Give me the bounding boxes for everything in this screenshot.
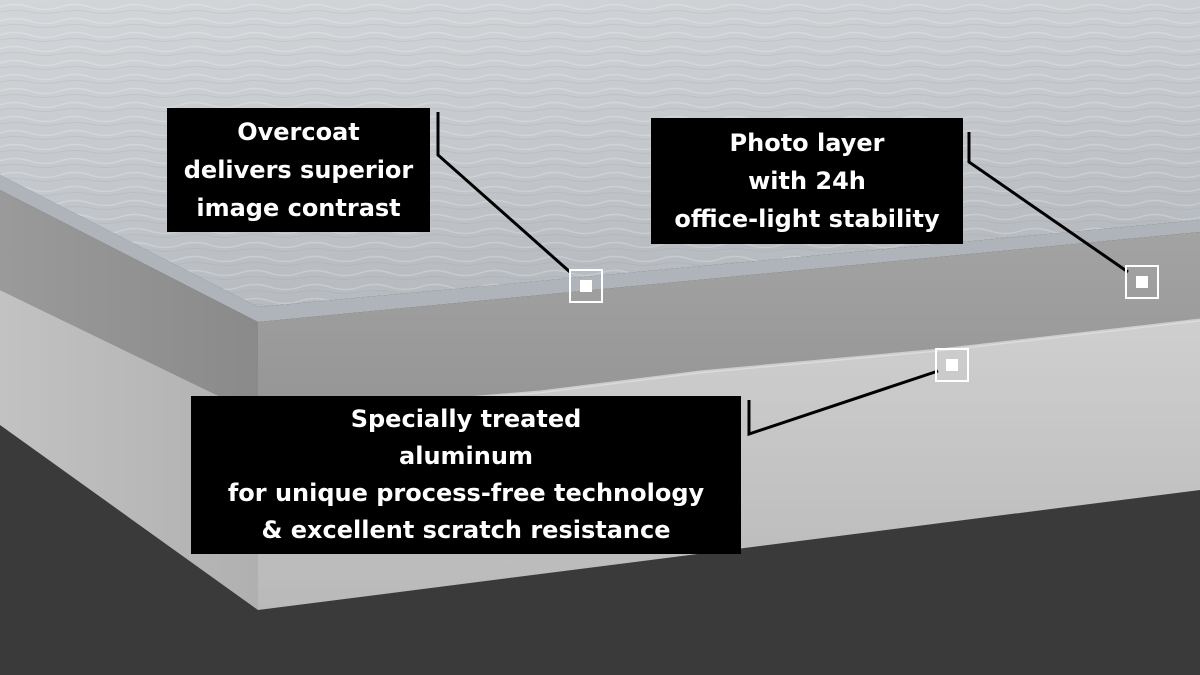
callout-photo-layer-line: Photo layer — [729, 129, 885, 157]
overcoat-edge — [0, 175, 1200, 322]
marker-overcoat — [569, 269, 603, 303]
callout-aluminum: Specially treated aluminum for unique pr… — [191, 396, 741, 554]
callout-overcoat: Overcoat delivers superior image contras… — [167, 108, 430, 232]
callout-aluminum-line: aluminum — [399, 442, 533, 470]
callout-aluminum-line: & excellent scratch resistance — [261, 516, 671, 544]
callout-aluminum-line: for unique process-free technology — [227, 479, 705, 507]
callout-aluminum-line: Specially treated — [350, 405, 582, 433]
callout-photo-layer: Photo layer with 24h office-light stabil… — [651, 118, 963, 244]
callout-photo-layer-line: office-light stability — [674, 205, 940, 233]
callout-overcoat-line: delivers superior — [183, 156, 414, 184]
leader-lines — [436, 112, 1129, 437]
photo-layer — [0, 190, 1200, 415]
callout-overcoat-line: image contrast — [196, 194, 401, 222]
callout-overcoat-line: Overcoat — [237, 118, 360, 146]
callout-photo-layer-line: with 24h — [748, 167, 866, 195]
layer-markers — [569, 265, 1159, 382]
marker-photo-layer — [1125, 265, 1159, 299]
marker-aluminum — [935, 348, 969, 382]
